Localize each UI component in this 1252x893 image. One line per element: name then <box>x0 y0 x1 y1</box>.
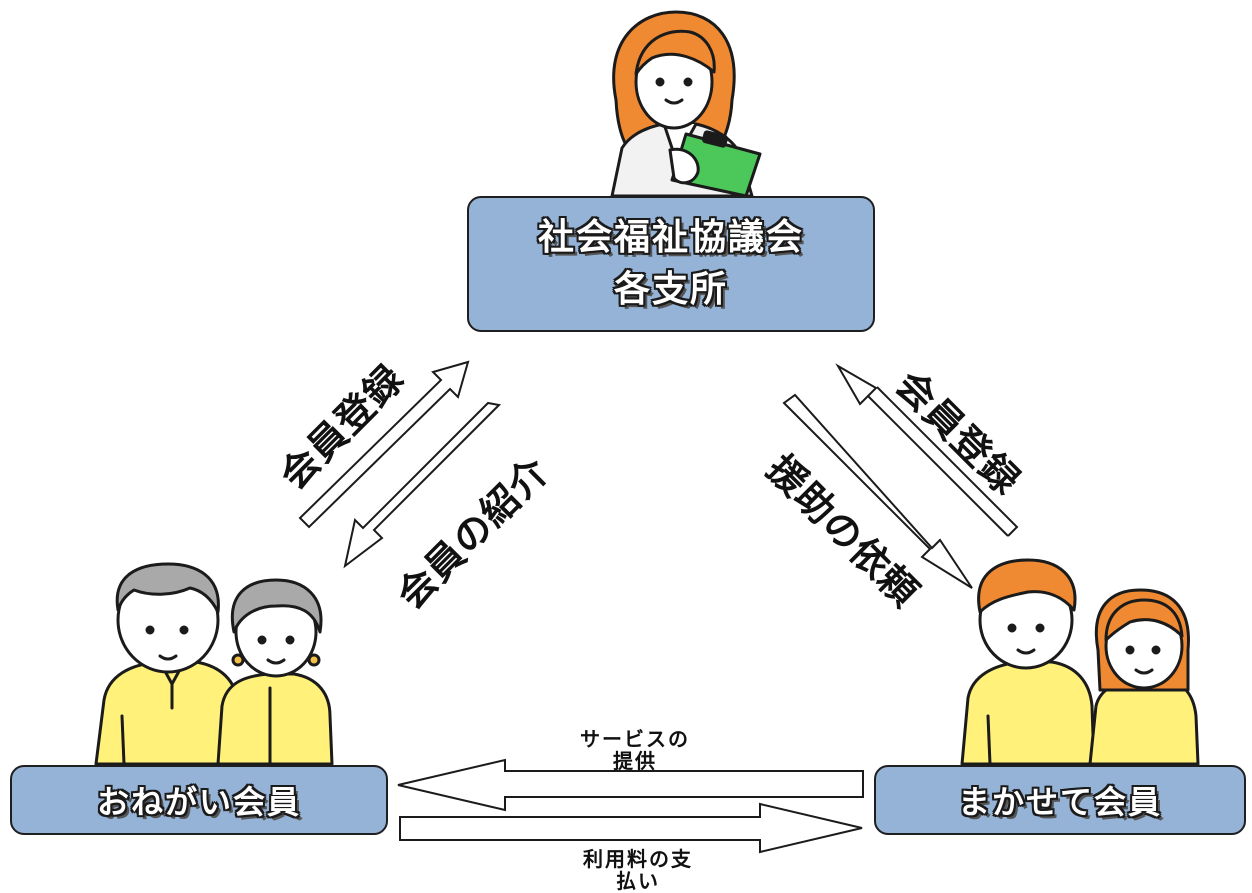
requesting-member-label: おねがい会員 <box>96 783 301 821</box>
elderly-couple-figure-icon <box>94 562 334 766</box>
service-line2: 提供 <box>613 749 657 773</box>
arrow-left-down <box>343 401 502 569</box>
edge-label-service-provision: サービスの 提供 <box>520 728 750 772</box>
branch-label: 各支所 <box>613 269 728 310</box>
young-couple-figure-icon <box>960 558 1200 766</box>
providing-member-box: まかせて会員 <box>874 765 1246 835</box>
arrow-left-up <box>298 360 470 529</box>
council-name-label: 社会福祉協議会 <box>537 217 804 258</box>
arrow-payment <box>399 802 863 854</box>
council-branch-box: 社会福祉協議会 各支所 <box>467 196 875 332</box>
payment-line2: 払い <box>616 869 660 893</box>
payment-line1: 利用料の支 <box>583 847 693 871</box>
service-line1: サービスの <box>580 727 690 751</box>
arrow-service <box>397 758 864 812</box>
arrow-right-down <box>782 393 973 589</box>
arrow-right-up <box>835 363 1019 537</box>
coordinator-figure-icon <box>610 10 762 198</box>
edge-label-fee-payment: 利用料の支 払い <box>518 848 758 892</box>
providing-member-label: まかせて会員 <box>957 783 1162 821</box>
requesting-member-box: おねがい会員 <box>10 765 388 835</box>
